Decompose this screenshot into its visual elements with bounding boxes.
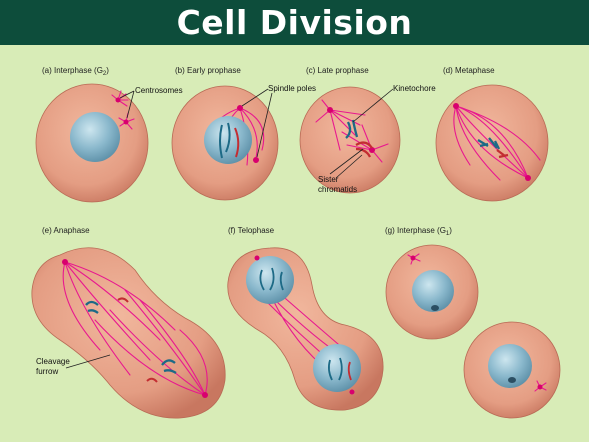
svg-text:Centrosomes: Centrosomes bbox=[135, 86, 183, 95]
panel-label-g: (g) Interphase (G1) bbox=[385, 226, 452, 237]
nucleus bbox=[204, 116, 252, 164]
svg-text:Cleavage: Cleavage bbox=[36, 357, 70, 366]
title-banner: Cell Division bbox=[0, 0, 589, 45]
panel-label-d: (d) Metaphase bbox=[443, 66, 495, 75]
panel-label-f: (f) Telophase bbox=[228, 226, 275, 235]
cell-early-prophase bbox=[171, 85, 279, 201]
spindle-pole bbox=[237, 105, 243, 111]
callout-centrosomes: Centrosomes bbox=[119, 86, 183, 119]
panel-label-b: (b) Early prophase bbox=[175, 66, 241, 75]
nucleus bbox=[70, 112, 120, 162]
callout-cleavage-furrow: Cleavage furrow bbox=[36, 354, 111, 376]
nucleus bbox=[412, 270, 454, 312]
panel-label-e: (e) Anaphase bbox=[42, 226, 90, 235]
callout-sister-chromatids: Sister chromatids bbox=[318, 148, 364, 194]
panel-label-c: (c) Late prophase bbox=[306, 66, 369, 75]
svg-text:chromatids: chromatids bbox=[318, 185, 357, 194]
page-title: Cell Division bbox=[176, 3, 413, 42]
callout-spindle-poles: Spindle poles bbox=[241, 84, 316, 158]
daughter-cell bbox=[463, 321, 561, 419]
mitosis-diagram: (a) Interphase (G2) (b) Early prophase (… bbox=[31, 66, 561, 419]
nucleus bbox=[488, 344, 532, 388]
daughter-cell bbox=[385, 244, 479, 340]
svg-text:Sister: Sister bbox=[318, 175, 339, 184]
cell-metaphase bbox=[435, 84, 549, 202]
cell-anaphase bbox=[31, 247, 226, 419]
cell-late-prophase bbox=[299, 86, 401, 194]
nucleus bbox=[246, 256, 294, 304]
svg-text:Kinetochore: Kinetochore bbox=[393, 84, 436, 93]
cell-interphase-g2 bbox=[35, 83, 149, 203]
nucleus bbox=[313, 344, 361, 392]
cell-telophase bbox=[227, 247, 384, 411]
svg-text:furrow: furrow bbox=[36, 367, 58, 376]
panel-label-a: (a) Interphase (G2) bbox=[42, 66, 109, 77]
svg-text:Spindle poles: Spindle poles bbox=[268, 84, 316, 93]
callout-kinetochore: Kinetochore bbox=[352, 84, 436, 123]
spindle-pole bbox=[253, 157, 259, 163]
